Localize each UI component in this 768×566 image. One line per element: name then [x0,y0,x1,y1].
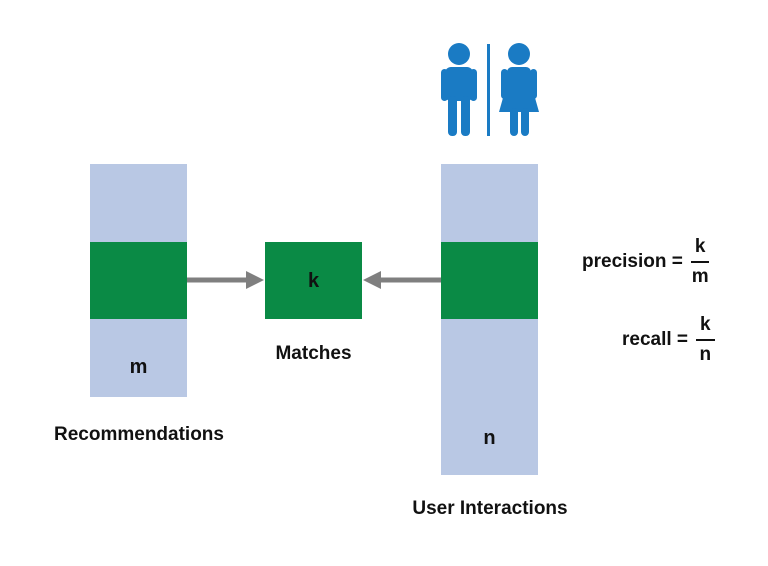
precision-fraction: k m [690,236,710,288]
recommendations-block-bottom [90,319,187,397]
user-interactions-block-bottom [441,319,538,475]
recall-denominator: n [699,344,712,365]
precision-name: precision = [582,251,683,272]
recall-name: recall = [622,329,689,350]
user-interactions-count-label: n [483,427,496,449]
recommendations-caption: Recommendations [54,424,224,445]
matches-caption: Matches [275,343,352,364]
recall-formula: recall = k n [622,314,715,366]
precision-formula: precision = k m [582,236,710,288]
matches-box [265,242,362,319]
recommendations-count-label: m [129,356,148,378]
user-interactions-block-matched [441,242,538,319]
woman-icon [499,43,539,136]
arrow-left-icon [363,271,441,289]
arrow-right-icon [187,271,264,289]
recall-numerator: k [696,314,715,341]
matches-count-label: k [307,270,320,292]
user-interactions-block-top [441,164,538,242]
recommendations-block-top [90,164,187,242]
gender-divider [487,44,490,136]
precision-numerator: k [690,236,710,263]
man-icon [441,43,477,136]
precision-denominator: m [691,266,709,287]
user-interactions-caption: User Interactions [412,498,568,519]
recall-fraction: k n [696,314,715,366]
recommendations-block-matched [90,242,187,319]
